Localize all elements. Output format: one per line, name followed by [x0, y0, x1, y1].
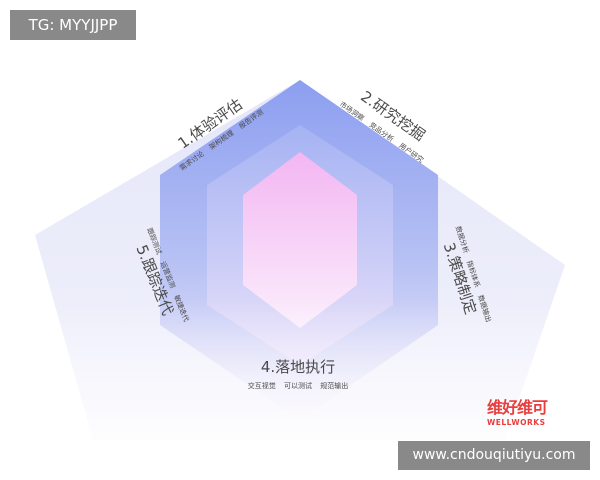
stage-4-item: 交互视觉 [248, 381, 276, 390]
wellworks-logo-cn: 维好维可 [487, 398, 548, 417]
tg-watermark-badge: TG: MYYJJPP [10, 10, 136, 40]
stage-4-items: 交互视觉 可以测试 规范输出 [248, 381, 348, 390]
stage-4-group: 4.落地执行 交互视觉 可以测试 规范输出 [248, 358, 348, 390]
stage-4-item: 可以测试 [284, 381, 312, 390]
stage-4-title: 4.落地执行 [261, 358, 335, 376]
site-url-watermark: www.cndouqiutiyu.com [398, 441, 590, 470]
stage-4-item: 规范输出 [320, 381, 348, 390]
bottom-fade-overlay [30, 300, 570, 440]
inner-pink-shape [243, 152, 357, 328]
wellworks-logo-en: WELLWORKS [487, 418, 546, 427]
